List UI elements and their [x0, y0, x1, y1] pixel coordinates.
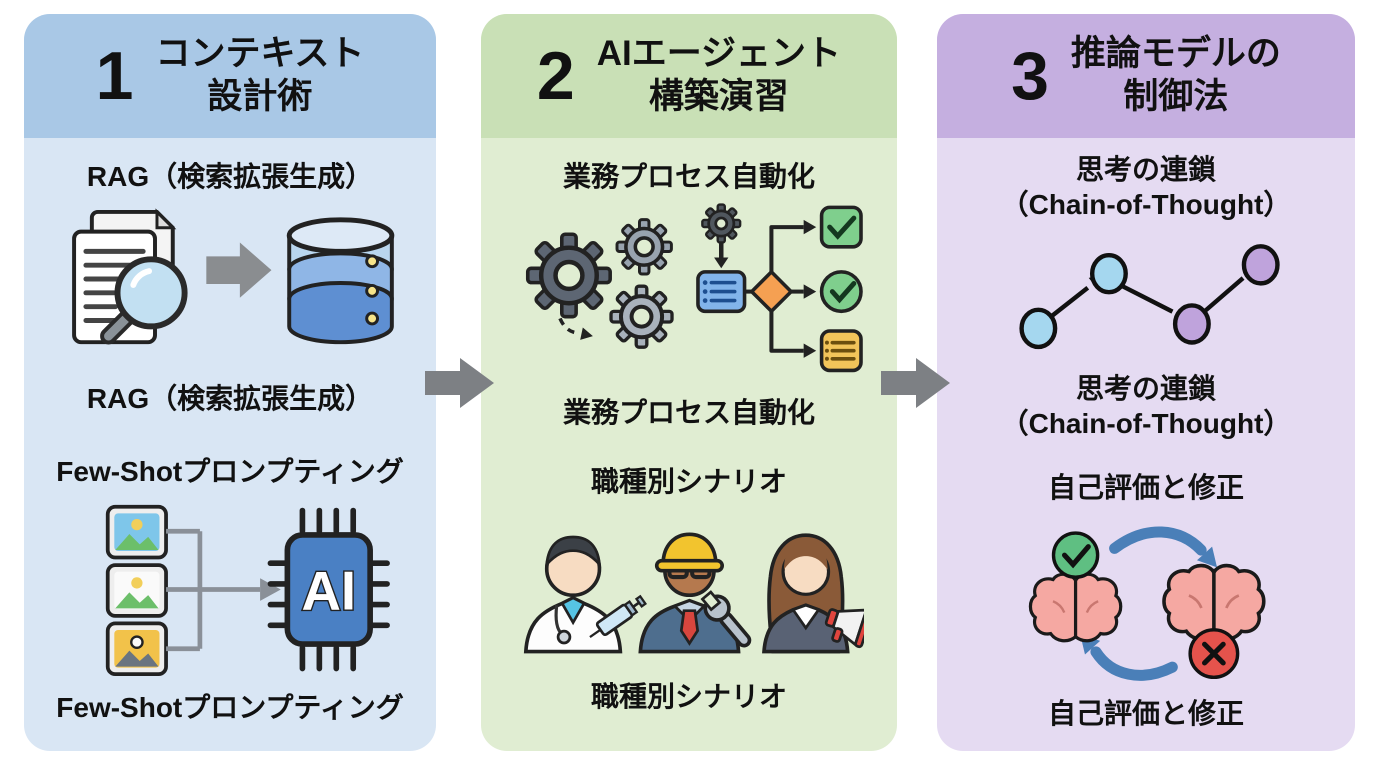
step-3-header: 3 推論モデルの 制御法	[937, 14, 1355, 138]
database-icon	[286, 216, 394, 344]
step-1-title: コンテキスト 設計術	[155, 33, 364, 118]
chain-node-blue	[1089, 252, 1128, 295]
process-label-top: 業務プロセス自動化	[562, 161, 815, 192]
step-2-header: 2 AIエージェント 構築演習	[481, 14, 897, 138]
fewshot-label-bottom: Few-Shotプロンプティング	[56, 691, 404, 723]
brain-icon	[1162, 563, 1266, 641]
fewshot-label-top: Few-Shotプロンプティング	[56, 456, 404, 488]
step-2-title-line2: 構築演習	[648, 77, 789, 116]
few-shot-ai-chip-icon: AI	[105, 504, 390, 676]
arrowhead	[260, 578, 281, 601]
self-correction-cycle-icon	[1028, 526, 1266, 681]
process-label-bottom: 業務プロセス自動化	[562, 396, 815, 428]
chain-node-purple	[1172, 303, 1211, 345]
chain-node-blue	[1019, 307, 1058, 350]
gears-icon	[525, 217, 674, 349]
step-3-card: 3 推論モデルの 制御法 思考の連鎖 （Chain-of-Thought）	[937, 14, 1355, 751]
cot-label-bottom: 思考の連鎖 （Chain-of-Thought）	[1001, 371, 1292, 441]
documents-magnifier-icon	[71, 207, 188, 345]
step-1-title-line2: 設計術	[207, 77, 313, 116]
step-2-title: AIエージェント 構築演習	[597, 33, 841, 118]
ai-chip-icon: AI	[267, 507, 390, 672]
step-1-number: 1	[95, 38, 134, 114]
gears-workflow-icon	[525, 202, 863, 372]
step-3-title: 推論モデルの 制御法	[1071, 33, 1281, 118]
step-2-number: 2	[536, 38, 575, 114]
step-3-title-line2: 制御法	[1123, 77, 1229, 116]
rag-search-database-icon	[71, 207, 394, 345]
checkbox-icon	[819, 205, 863, 249]
image-samples-icon	[105, 504, 168, 676]
check-circle-icon	[1051, 530, 1100, 579]
cot-label-top: 思考の連鎖 （Chain-of-Thought）	[1001, 152, 1292, 222]
cot-label-bottom-line2: （Chain-of-Thought）	[1000, 408, 1292, 439]
workflow-branch-icon	[696, 202, 863, 372]
selfeval-label-bottom: 自己評価と修正	[1047, 697, 1244, 729]
check-circle-icon	[819, 269, 863, 313]
cot-label-bottom-line1: 思考の連鎖	[1075, 373, 1216, 404]
step-2-card: 2 AIエージェント 構築演習 業務プロセス自動化	[481, 14, 897, 751]
step-1-card: 1 コンテキスト 設計術 RAG（検索拡張生成）	[24, 14, 436, 751]
chain-node-purple	[1241, 244, 1280, 286]
cycle-arrow-right	[1109, 526, 1207, 556]
scenario-label-bottom: 職種別シナリオ	[590, 680, 787, 712]
bracket-arrow-icon	[166, 528, 261, 651]
step-1-header: 1 コンテキスト 設計術	[24, 14, 436, 138]
step2-to-step3-arrow-icon	[881, 358, 950, 408]
svg-text:AI: AI	[301, 560, 356, 621]
step-3-title-line1: 推論モデルの	[1070, 34, 1281, 74]
brain-icon	[1028, 572, 1123, 642]
businesswoman-icon	[762, 533, 864, 654]
thought-chain-icon	[1019, 244, 1280, 350]
step-2-title-line1: AIエージェント	[596, 34, 842, 74]
cot-label-top-line2: （Chain-of-Thought）	[1000, 189, 1292, 220]
scenario-label-top: 職種別シナリオ	[590, 466, 787, 498]
step-3-number: 3	[1011, 38, 1049, 114]
step-1-title-line1: コンテキスト	[155, 34, 365, 74]
rag-label-top: RAG（検索拡張生成）	[86, 161, 374, 192]
doctor-icon	[523, 535, 648, 654]
engineer-icon	[638, 532, 752, 654]
right-arrow-icon	[205, 242, 271, 298]
rag-label-bottom: RAG（検索拡張生成）	[86, 382, 374, 414]
selfeval-label-top: 自己評価と修正	[1047, 472, 1244, 503]
professions-icon	[523, 532, 864, 654]
step1-to-step2-arrow-icon	[425, 358, 494, 408]
cycle-arrow-left	[1090, 645, 1178, 681]
decision-diamond-icon	[749, 269, 793, 313]
cot-label-top-line1: 思考の連鎖	[1075, 154, 1216, 185]
